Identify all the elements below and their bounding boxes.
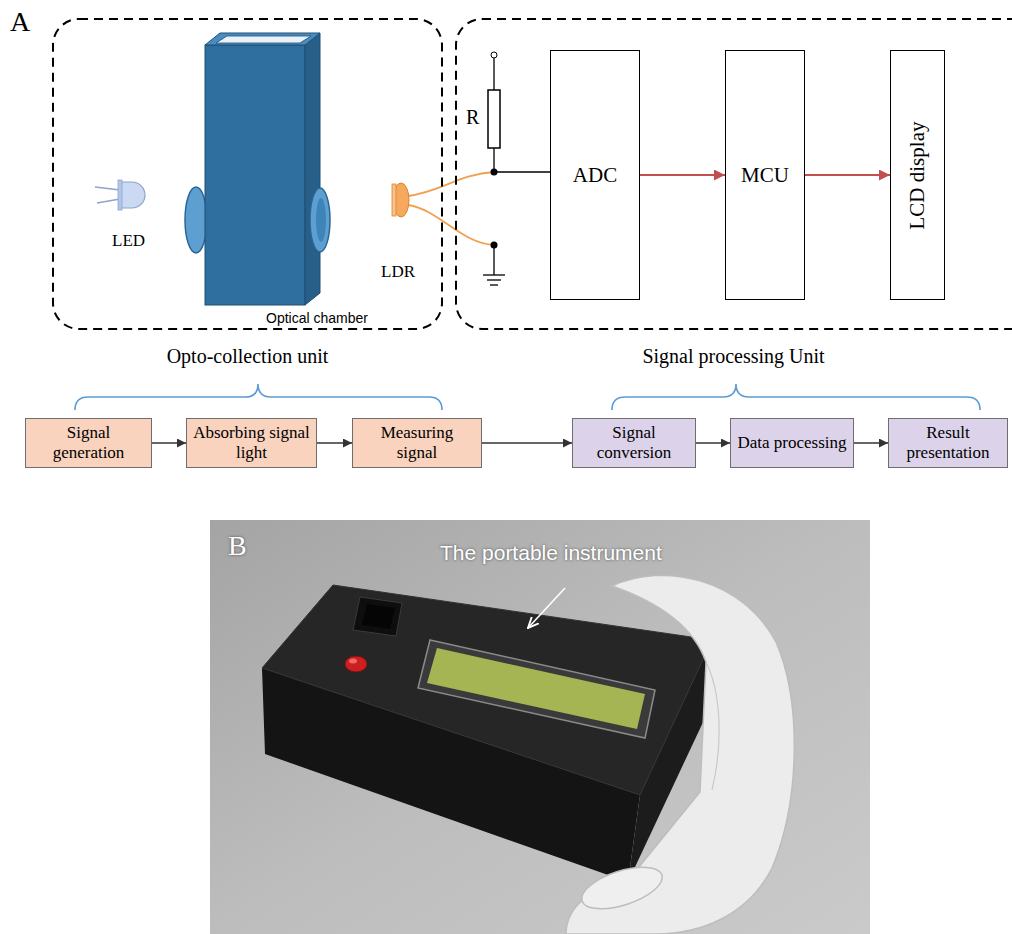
module-box: MCU — [725, 50, 805, 300]
dashed-border — [456, 19, 1012, 329]
device-photo — [528, 588, 565, 628]
process-box: Signal conversion — [572, 418, 696, 468]
process-box: Result presentation — [888, 418, 1008, 468]
device-photo — [353, 597, 402, 636]
flow-arrow — [696, 442, 730, 443]
group-brace — [612, 384, 980, 410]
box-text: Signal generation — [32, 423, 145, 462]
unit-region: Signal processing UnitADCMCULCD display — [455, 18, 1012, 330]
resistor-circuit — [483, 52, 550, 285]
box-text: LCD display — [905, 121, 930, 229]
optical-chamber — [310, 188, 330, 252]
flow-arrow — [854, 442, 888, 443]
process-box: Data processing — [730, 418, 854, 468]
process-box: Absorbing signal light — [186, 418, 317, 468]
ldr-symbol — [392, 172, 494, 245]
panel-letter: B — [228, 530, 247, 562]
process-box: Measuring signal — [352, 418, 482, 468]
resistor-circuit — [483, 274, 505, 275]
device-photo — [349, 659, 357, 664]
optical-chamber — [205, 33, 320, 45]
flow-arrow — [805, 174, 890, 176]
optical-chamber — [185, 33, 330, 305]
process-box: Signal generation — [25, 418, 152, 468]
ldr-symbol — [392, 184, 396, 216]
box-text: Signal conversion — [579, 423, 689, 462]
module-box: LCD display — [890, 50, 945, 300]
resistor-circuit — [491, 52, 497, 58]
resistor-circuit — [487, 279, 501, 280]
flow-arrow — [152, 442, 186, 443]
device-photo — [262, 585, 712, 795]
device-photo — [345, 656, 367, 672]
resistor-circuit — [488, 90, 500, 148]
led-symbol — [97, 199, 120, 203]
module-box: ADC — [550, 50, 640, 300]
ldr-symbol — [408, 205, 494, 245]
device-photo — [577, 859, 667, 917]
led-symbol — [120, 182, 145, 208]
part-label: LDR — [381, 262, 415, 282]
box-text: MCU — [741, 163, 789, 188]
resistor-label: R — [466, 106, 479, 129]
device-photo — [418, 640, 655, 738]
optical-chamber — [216, 36, 311, 43]
resistor-circuit — [493, 148, 494, 172]
photo-caption: The portable instrument — [440, 541, 662, 565]
resistor-circuit — [494, 171, 550, 172]
unit-heading: Signal processing Unit — [455, 344, 1012, 368]
box-text: LCD display — [864, 163, 972, 188]
box-text: Data processing — [737, 433, 846, 453]
optical-chamber — [185, 187, 207, 253]
optical-chamber — [305, 33, 320, 305]
region-outline — [52, 18, 443, 330]
ldr-symbol — [393, 183, 409, 217]
ldr-symbol — [408, 172, 494, 196]
box-text: Measuring signal — [359, 423, 475, 462]
device-photo — [566, 575, 794, 934]
led-symbol — [95, 187, 120, 190]
part-label: Optical chamber — [266, 310, 368, 326]
led-symbol — [95, 180, 145, 210]
unit-region: Opto-collection unit — [52, 18, 443, 330]
device-photo — [210, 520, 870, 934]
group-brace — [75, 384, 442, 410]
resistor-circuit — [493, 245, 494, 275]
device-photo — [362, 604, 395, 629]
box-text: ADC — [573, 163, 617, 188]
device-photo — [427, 648, 645, 729]
group-brace — [75, 384, 980, 410]
optical-chamber — [205, 45, 305, 305]
flow-arrow — [482, 442, 572, 443]
flow-arrow — [640, 174, 725, 176]
flow-arrow — [317, 442, 352, 443]
device-photo — [706, 662, 719, 790]
dashed-border — [53, 19, 442, 329]
box-text: Result presentation — [895, 423, 1001, 462]
box-text: Absorbing signal light — [193, 423, 310, 462]
optical-chamber — [316, 198, 326, 242]
resistor-circuit — [493, 58, 494, 90]
part-label: LED — [112, 231, 145, 251]
device-photo — [210, 520, 870, 934]
led-symbol — [118, 180, 122, 210]
unit-heading: Opto-collection unit — [52, 344, 443, 368]
panel-letter: A — [10, 6, 30, 38]
resistor-circuit — [490, 284, 498, 285]
